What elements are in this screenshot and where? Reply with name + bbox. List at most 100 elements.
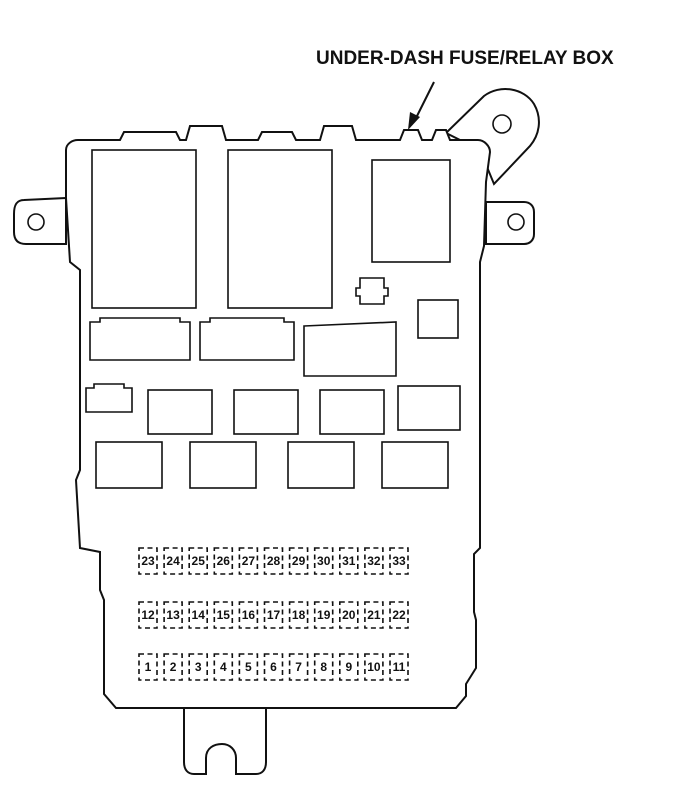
relay-block-1 [91,149,197,309]
fuse-slot: 16 [238,601,259,629]
fuse-number: 25 [192,554,206,568]
mini-relay-3 [319,389,385,435]
fuse-slot: 6 [263,653,284,681]
fuse-slot: 13 [163,601,183,629]
fuse-slot: 28 [263,547,284,575]
fuse-slot-outline [338,547,359,575]
fuse-slot-outline [288,547,309,575]
fuse-slot: 9 [338,653,359,681]
square-relay [417,299,459,339]
fuse-number: 7 [295,660,302,674]
fuse-slot-outline [238,653,259,681]
fuse-number: 23 [141,554,155,568]
fuse-slot: 29 [288,547,309,575]
fuse-number: 28 [267,554,281,568]
fuse-slot-outline [163,547,183,575]
fuse-slot: 14 [188,601,208,629]
fuse-number: 19 [317,608,331,622]
relay-block-2 [227,149,333,309]
fuse-slot-outline [138,601,158,629]
fuse-number: 15 [217,608,231,622]
connector-1 [89,317,191,361]
fuse-slot: 7 [288,653,309,681]
fuse-slot: 20 [338,601,359,629]
fuse-slot-outline [338,601,359,629]
fuse-slot-outline [263,653,284,681]
relay-7 [287,441,355,489]
fuse-slot: 26 [213,547,234,575]
fuse-slot-outline [188,547,208,575]
fuse-slot-outline [364,601,384,629]
fuse-number: 17 [267,608,281,622]
fuse-slot: 1 [138,653,158,681]
connector-3 [303,321,397,377]
fuse-number: 30 [317,554,331,568]
fuse-slot-outline [263,601,284,629]
fuse-slot-outline [364,547,384,575]
fuse-slot: 4 [213,653,234,681]
fuse-slot: 25 [188,547,208,575]
relay-5 [95,441,163,489]
fuse-slot-outline [313,547,334,575]
mount-hole-left [27,213,45,231]
mini-relay-1 [147,389,213,435]
fuse-number: 12 [141,608,155,622]
fuse-slot-outline [138,653,158,681]
fuse-number: 5 [245,660,252,674]
fuse-number: 31 [342,554,356,568]
fuse-slot: 31 [338,547,359,575]
fuse-slot: 3 [188,653,208,681]
fuse-slot-outline [288,601,309,629]
fuse-number: 27 [242,554,256,568]
fuse-slot: 15 [213,601,234,629]
fuse-number: 10 [367,660,381,674]
fuse-slot: 2 [163,653,183,681]
fuse-number: 1 [145,660,152,674]
fuse-number: 16 [242,608,256,622]
mount-hole-right [507,213,525,231]
fuse-slot-outline [389,547,409,575]
fuse-slot-outline [313,653,334,681]
fuse-slot-outline [389,601,409,629]
fuse-slot: 19 [313,601,334,629]
fuse-slot-outline [188,653,208,681]
fuse-number: 13 [166,608,180,622]
mini-relay-2 [233,389,299,435]
fuse-slot: 18 [288,601,309,629]
fuse-slot: 5 [238,653,259,681]
mini-relay-4 [397,385,461,431]
mounting-tab-top-right [444,88,540,186]
fuse-number: 18 [292,608,306,622]
small-connector [85,383,133,413]
fuse-number: 4 [220,660,227,674]
fuse-slot-outline [263,547,284,575]
fuse-slot-outline [188,601,208,629]
fuse-slot-outline [238,601,259,629]
connector-2 [199,317,295,361]
fuse-slot: 33 [389,547,409,575]
fuse-slot: 21 [364,601,384,629]
callout-arrow [408,81,435,130]
fuse-number: 33 [392,554,406,568]
fuse-slot: 11 [389,653,409,681]
relay-8 [381,441,449,489]
mount-hole-top-right [492,114,512,134]
fuse-number: 8 [320,660,327,674]
fuse-slot-outline [163,601,183,629]
diagram-title: UNDER-DASH FUSE/RELAY BOX [316,48,614,69]
fuse-number: 22 [392,608,406,622]
fuse-number: 20 [342,608,356,622]
fuse-slot-outline [163,653,183,681]
fuse-slot-outline [138,547,158,575]
fuse-number: 32 [367,554,381,568]
small-relay [355,277,389,305]
fuse-number: 6 [270,660,277,674]
fuse-number: 3 [195,660,202,674]
fuse-slot: 32 [364,547,384,575]
fuse-number: 26 [217,554,231,568]
fuse-slot-outline [213,601,234,629]
mounting-tab-bottom [183,707,267,775]
relay-block-3 [371,159,451,263]
fuse-number: 29 [292,554,306,568]
